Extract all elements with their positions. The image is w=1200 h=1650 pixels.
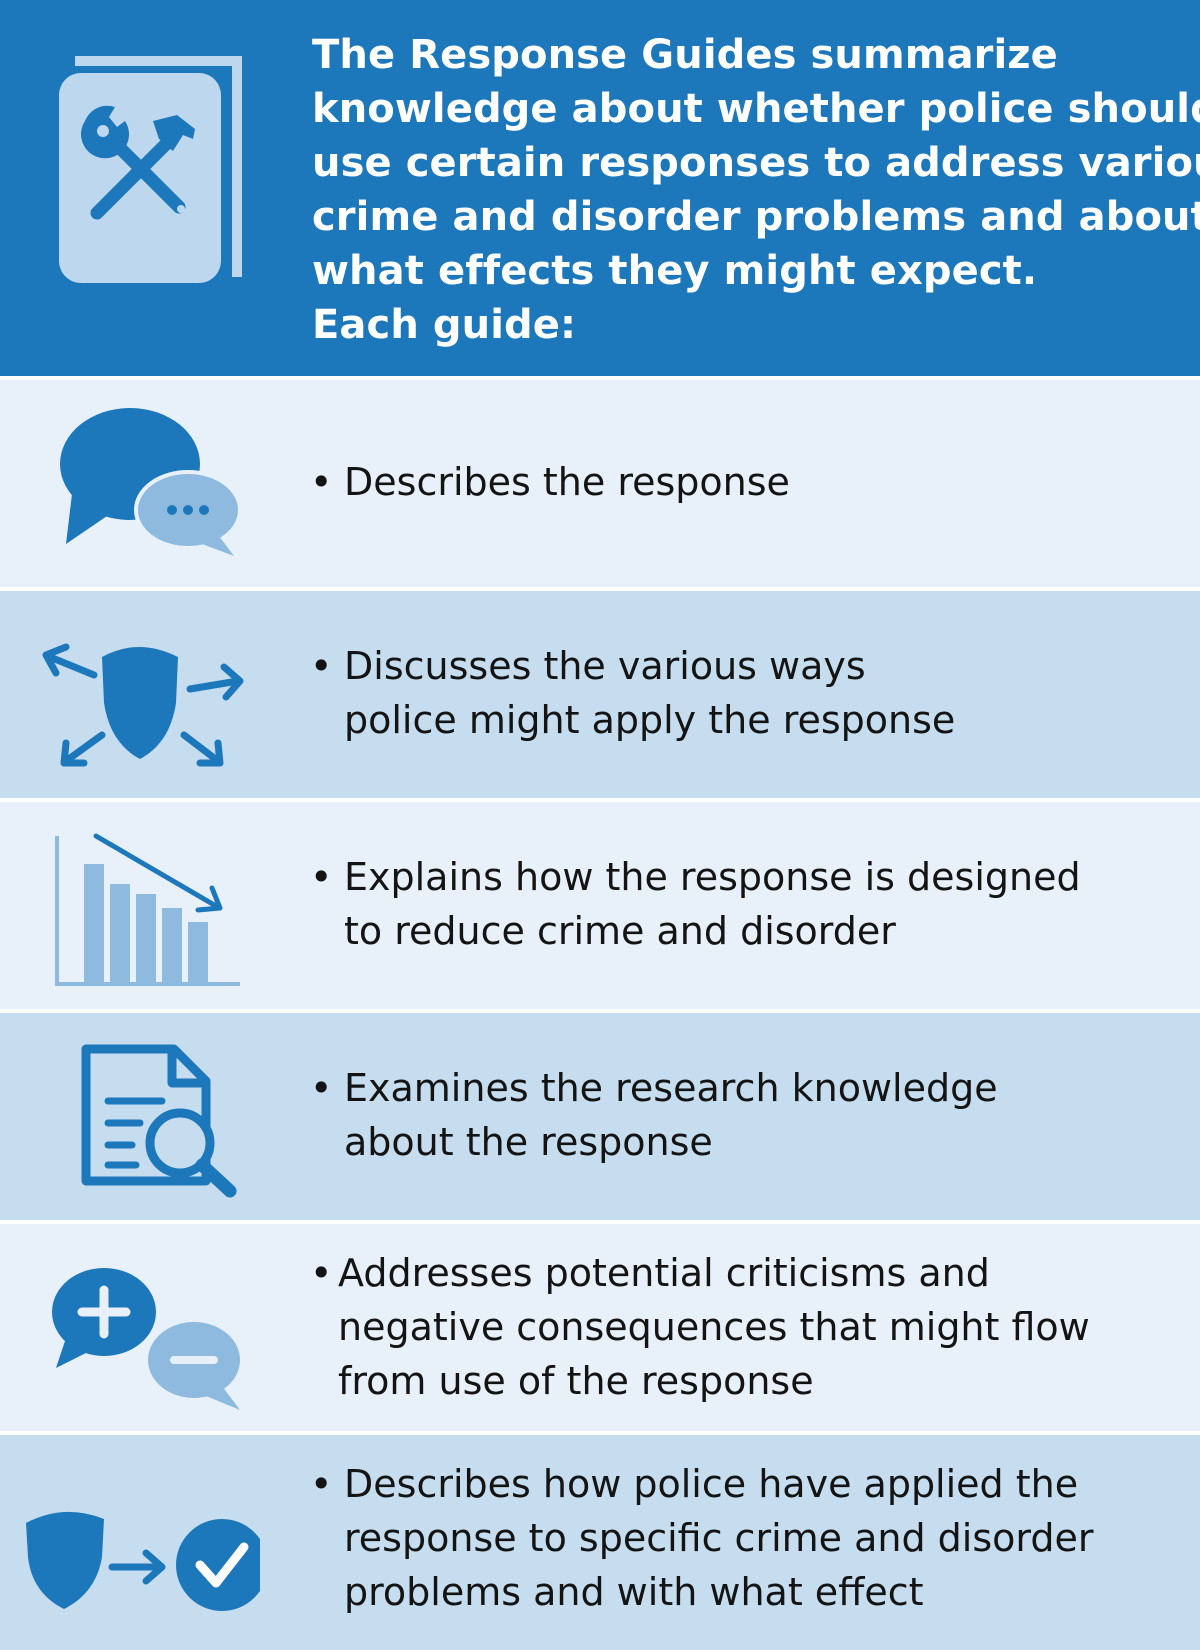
book-tools-icon xyxy=(59,56,242,283)
bullet: • xyxy=(310,1251,333,1295)
document-search-icon xyxy=(81,1044,237,1198)
list-item-examines-research: • Examines the research knowledge about … xyxy=(0,1013,1200,1220)
shield-arrows-icon xyxy=(42,643,244,767)
list-item-describes-applications: • Describes how police have applied the … xyxy=(0,1435,1200,1650)
plus-minus-bubbles-icon xyxy=(52,1268,244,1410)
header-banner: The Response Guides summarize knowledge … xyxy=(0,0,1200,376)
list-item-discusses-ways: • Discusses the various ways police migh… xyxy=(0,591,1200,798)
header-line-each-guide: Each guide: xyxy=(312,302,577,348)
item-text: • Describes the response xyxy=(310,455,1190,509)
bullet: • xyxy=(310,644,333,688)
item-line: Discusses the various ways xyxy=(344,644,866,688)
item-line: to reduce crime and disorder xyxy=(344,909,896,953)
list-item-describes-response: • Describes the response xyxy=(0,380,1200,587)
declining-bar-chart-icon xyxy=(55,833,240,986)
header-line: what effects they might expect. xyxy=(312,248,1038,294)
bullet: • xyxy=(310,460,333,504)
item-line: Examines the research knowledge xyxy=(344,1066,998,1110)
item-line: negative consequences that might flow xyxy=(338,1305,1090,1349)
item-line: Describes the response xyxy=(344,460,790,504)
item-line: police might apply the response xyxy=(344,698,956,742)
item-text: • Discusses the various ways police migh… xyxy=(310,639,1190,747)
item-line: problems and with what effect xyxy=(344,1570,924,1614)
item-text: • Addresses potential criticisms and neg… xyxy=(310,1246,1190,1408)
item-line: about the response xyxy=(344,1120,713,1164)
item-text: • Describes how police have applied the … xyxy=(310,1457,1190,1619)
list-item-explains-design: • Explains how the response is designed … xyxy=(0,802,1200,1009)
header-line: knowledge about whether police should xyxy=(312,86,1200,132)
item-line: response to specific crime and disorder xyxy=(344,1516,1094,1560)
item-line: from use of the response xyxy=(338,1359,814,1403)
bullet: • xyxy=(310,1066,333,1110)
item-text: • Examines the research knowledge about … xyxy=(310,1061,1190,1169)
shield-to-check-icon xyxy=(26,1511,260,1611)
list-item-addresses-criticisms: • Addresses potential criticisms and neg… xyxy=(0,1224,1200,1431)
item-line: Explains how the response is designed xyxy=(344,855,1081,899)
header-line: crime and disorder problems and about xyxy=(312,194,1200,240)
bullet: • xyxy=(310,855,333,899)
header-text: The Response Guides summarize knowledge … xyxy=(312,28,1200,352)
item-line: Describes how police have applied the xyxy=(344,1462,1079,1506)
item-line: Addresses potential criticisms and xyxy=(338,1251,990,1295)
bullet: • xyxy=(310,1462,333,1506)
header-line: use certain responses to address various xyxy=(312,140,1200,186)
item-text: • Explains how the response is designed … xyxy=(310,850,1190,958)
header-line: The Response Guides summarize xyxy=(312,32,1058,78)
speech-bubbles-icon xyxy=(60,408,242,556)
